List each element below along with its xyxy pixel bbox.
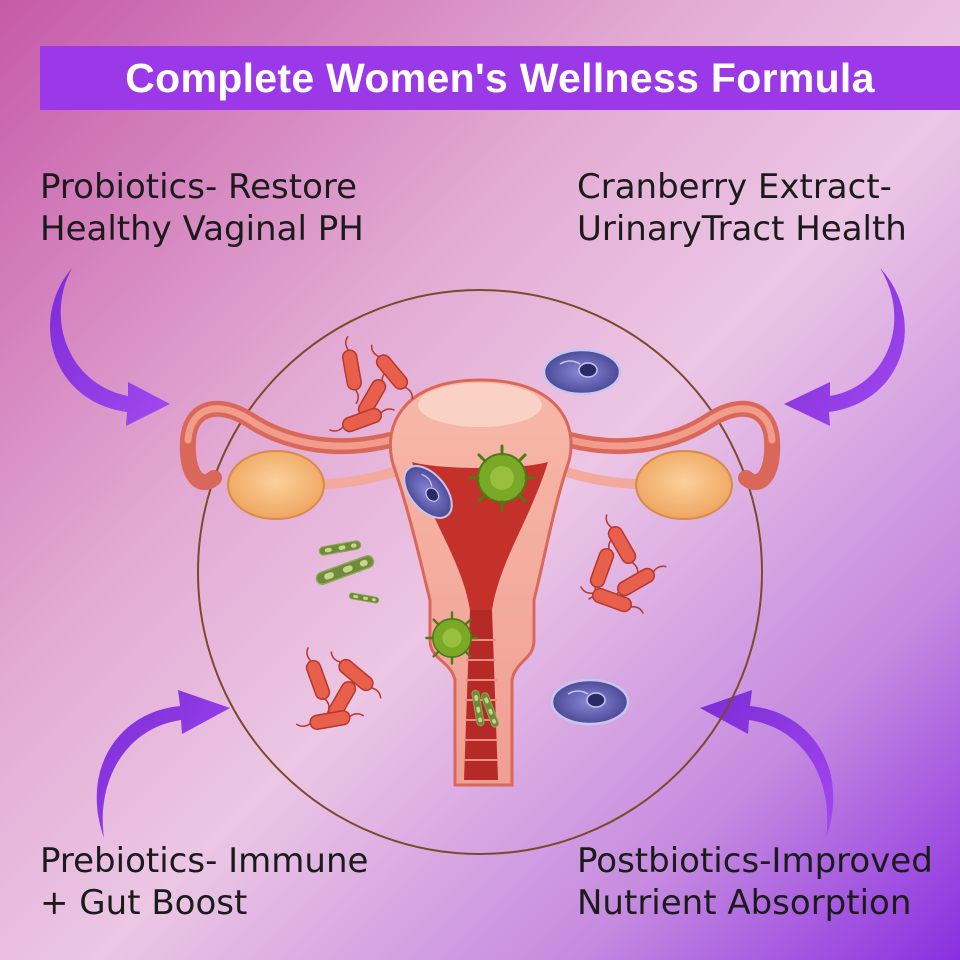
fallopian-tube-left	[179, 400, 398, 490]
fallopian-tube-right	[562, 400, 781, 490]
benefit-line: Healthy Vaginal PH	[40, 209, 364, 249]
cell-icon	[550, 678, 630, 726]
benefit-line: Cranberry Extract-	[577, 167, 892, 207]
virus-icon	[425, 611, 479, 665]
benefit-line: + Gut Boost	[40, 883, 248, 923]
benefit-line: Probiotics- Restore	[40, 167, 358, 207]
benefit-cranberry: Cranberry Extract- UrinaryTract Health	[577, 166, 907, 250]
benefit-line: Postbiotics-Improved	[577, 841, 933, 881]
curved-arrow-icon	[50, 268, 170, 426]
rod-bacteria-icon	[314, 539, 380, 604]
benefit-probiotics: Probiotics- Restore Healthy Vaginal PH	[40, 166, 364, 250]
ovary-right	[635, 450, 733, 520]
benefit-line: Prebiotics- Immune	[40, 841, 369, 881]
benefit-line: Nutrient Absorption	[577, 883, 912, 923]
page-title: Complete Women's Wellness Formula	[125, 54, 875, 101]
curved-arrow-icon	[700, 690, 834, 838]
benefit-prebiotics: Prebiotics- Immune + Gut Boost	[40, 840, 368, 924]
virus-icon	[468, 444, 536, 512]
curved-arrow-icon	[784, 268, 905, 426]
bacteria-icon	[294, 644, 388, 734]
title-banner: Complete Women's Wellness Formula	[40, 46, 960, 110]
focus-circle	[197, 289, 763, 855]
benefit-line: UrinaryTract Health	[577, 209, 907, 249]
ovary-left	[227, 450, 325, 520]
cell-icon	[542, 348, 622, 396]
benefit-postbiotics: Postbiotics-Improved Nutrient Absorption	[577, 840, 933, 924]
curved-arrow-icon	[96, 690, 230, 838]
bacteria-icon	[576, 511, 670, 619]
